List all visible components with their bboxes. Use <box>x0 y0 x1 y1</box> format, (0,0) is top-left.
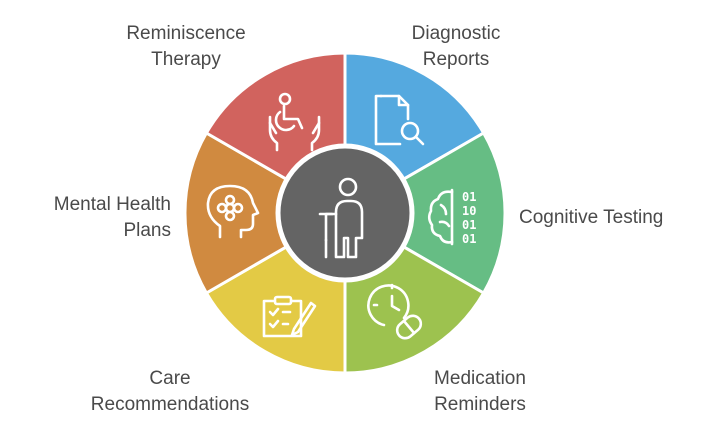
clipboard-checklist-icon <box>262 295 317 338</box>
label-line: Reports <box>422 49 490 70</box>
center-hub <box>275 143 415 283</box>
care-hands-wheelchair-icon <box>268 92 321 152</box>
binary-digit-2: 10 <box>462 204 476 218</box>
label-line: Medication <box>434 368 526 389</box>
label-diagnostic-reports: Diagnostic Reports <box>400 21 512 73</box>
label-line: Diagnostic <box>411 23 501 44</box>
label-cognitive-testing: Cognitive Testing <box>519 205 663 231</box>
label-line: Plans <box>123 220 171 241</box>
label-line: Recommendations <box>90 394 250 415</box>
label-medication-reminders: Medication Reminders <box>420 366 540 418</box>
label-reminiscence-therapy: Reminiscence Therapy <box>106 21 266 73</box>
head-flower-icon <box>206 184 260 239</box>
brain-binary-icon: 01 10 01 01 <box>427 188 476 246</box>
label-care-recommendations: Care Recommendations <box>70 366 270 418</box>
clock-pill-icon <box>367 283 423 340</box>
binary-digit-4: 01 <box>462 232 476 246</box>
label-line: Mental Health <box>53 194 171 215</box>
segment-mental-health-plans <box>183 130 349 296</box>
elderly-person-cane-icon <box>318 177 364 259</box>
label-mental-health-plans: Mental Health Plans <box>26 192 171 244</box>
label-line: Therapy <box>151 49 221 70</box>
label-line: Cognitive Testing <box>519 207 664 228</box>
label-line: Reminiscence <box>126 23 246 44</box>
segment-cognitive-testing <box>341 130 507 296</box>
binary-digit-3: 01 <box>462 218 476 232</box>
binary-digit-1: 01 <box>462 190 476 204</box>
document-search-icon <box>374 94 425 146</box>
label-line: Reminders <box>434 394 526 415</box>
label-line: Care <box>149 368 191 389</box>
